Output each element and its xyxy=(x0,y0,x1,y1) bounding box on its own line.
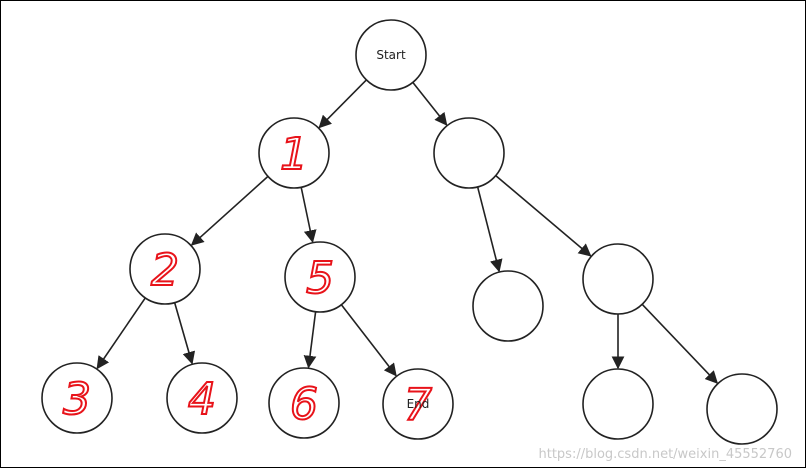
node-circle xyxy=(472,270,544,342)
node-circle xyxy=(355,19,427,91)
handwritten-order-number: 4 xyxy=(188,374,216,425)
node-label: Start xyxy=(376,48,406,62)
tree-node-n5: 5 xyxy=(284,241,356,313)
node-circle xyxy=(706,373,778,445)
edge-r3-to-r5 xyxy=(641,303,719,384)
node-circle xyxy=(41,362,113,434)
tree-node-r2 xyxy=(472,270,544,342)
watermark-text: https://blog.csdn.net/weixin_45552760 xyxy=(538,447,792,462)
handwritten-order-number: 7 xyxy=(404,380,432,431)
edge-n2-to-n3 xyxy=(96,297,146,370)
node-circle xyxy=(129,233,201,305)
node-circle xyxy=(284,241,356,313)
edge-n5-to-n6 xyxy=(303,311,317,369)
handwritten-order-number: 5 xyxy=(306,253,334,304)
tree-node-n2: 2 xyxy=(129,233,201,305)
tree-node-r3 xyxy=(582,243,654,315)
tree-node-n6: 6 xyxy=(268,367,340,439)
node-circle xyxy=(433,117,505,189)
node-circle xyxy=(268,367,340,439)
handwritten-order-number: 2 xyxy=(151,245,179,296)
tree-node-n1: 1 xyxy=(258,117,330,189)
edge-r1-to-r3 xyxy=(495,174,592,257)
node-circle xyxy=(382,368,454,440)
node-circle xyxy=(582,243,654,315)
node-circle xyxy=(582,368,654,440)
edge-start-to-r1 xyxy=(412,81,448,126)
handwritten-order-number: 1 xyxy=(280,129,308,180)
edge-n1-to-n5 xyxy=(300,187,317,244)
tree-node-n4: 4 xyxy=(166,362,238,434)
handwritten-order-number: 3 xyxy=(63,374,91,425)
edge-n2-to-n4 xyxy=(173,302,196,365)
tree-node-start: Start xyxy=(355,19,427,91)
edge-n5-to-n7 xyxy=(340,304,397,377)
edge-n1-to-n2 xyxy=(190,175,269,246)
node-circle xyxy=(166,362,238,434)
edge-start-to-n1 xyxy=(318,79,367,129)
handwritten-order-number: 6 xyxy=(290,379,318,430)
edge-r1-to-r2 xyxy=(476,186,503,273)
edges-layer xyxy=(96,79,719,384)
tree-node-n3: 3 xyxy=(41,362,113,434)
node-label: End xyxy=(407,397,430,411)
tree-node-r5 xyxy=(706,373,778,445)
tree-node-r4 xyxy=(582,368,654,440)
tree-node-r1 xyxy=(433,117,505,189)
node-circle xyxy=(258,117,330,189)
